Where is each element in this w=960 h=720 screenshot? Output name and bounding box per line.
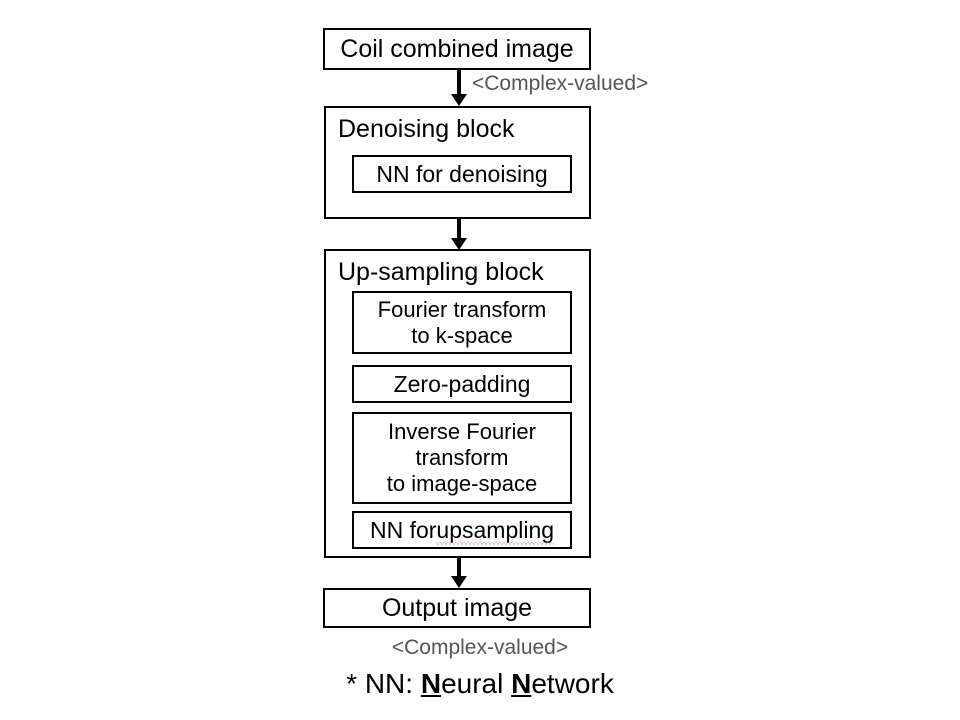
footnote-n2: N <box>511 668 532 699</box>
node-label-nn-for-denoising: NN for denoising <box>376 160 548 187</box>
node-label-zero-padding: Zero-padding <box>393 370 531 397</box>
node-nn-for-denoising: NN for denoising <box>352 155 572 193</box>
annotation-output-complex-valued: <Complex-valued> <box>391 636 569 659</box>
node-zero-padding: Zero-padding <box>352 365 572 403</box>
node-fourier-transform: Fourier transform to k-space <box>352 291 572 354</box>
arrow-head <box>451 576 467 588</box>
footnote-prefix: * NN: <box>346 668 421 699</box>
node-label-nn-for-upsampling-prefix: NN for <box>369 516 437 543</box>
footnote-n1: N <box>420 668 442 699</box>
arrow-shaft <box>457 219 461 241</box>
footnote-word1: eural <box>441 668 512 699</box>
arrow-upsampling-to-output <box>451 558 467 590</box>
arrow-input-to-denoising <box>451 70 467 106</box>
footnote-nn-legend: * NN: Neural Network <box>0 668 960 700</box>
upsampling-block-title: Up-sampling block <box>338 258 544 286</box>
arrow-head <box>451 238 467 250</box>
arrow-denoising-to-upsampling <box>451 219 467 251</box>
arrow-shaft <box>457 558 461 579</box>
node-coil-combined-image: Coil combined image <box>323 28 591 70</box>
node-inverse-fourier-transform: Inverse Fourier transform to image-space <box>352 412 572 504</box>
footnote-word2: etwork <box>531 668 614 699</box>
node-label-fourier-transform: Fourier transform to k-space <box>377 296 547 348</box>
node-label-input: Coil combined image <box>340 35 574 63</box>
annotation-input-complex-valued: <Complex-valued> <box>472 72 649 95</box>
denoising-block-title: Denoising block <box>338 115 515 143</box>
node-nn-for-upsampling: NN for upsampling <box>352 511 572 549</box>
arrow-head <box>451 94 467 106</box>
node-label-inverse-fourier-transform: Inverse Fourier transform to image-space <box>386 419 538 496</box>
node-upsampling-block: Up-sampling block Fourier transform to k… <box>324 249 591 558</box>
node-label-output: Output image <box>381 594 533 622</box>
node-denoising-block: Denoising block NN for denoising <box>324 106 591 219</box>
node-label-nn-for-upsampling-misspelled: upsampling <box>436 516 555 545</box>
node-output-image: Output image <box>323 588 591 628</box>
arrow-shaft <box>457 70 461 96</box>
